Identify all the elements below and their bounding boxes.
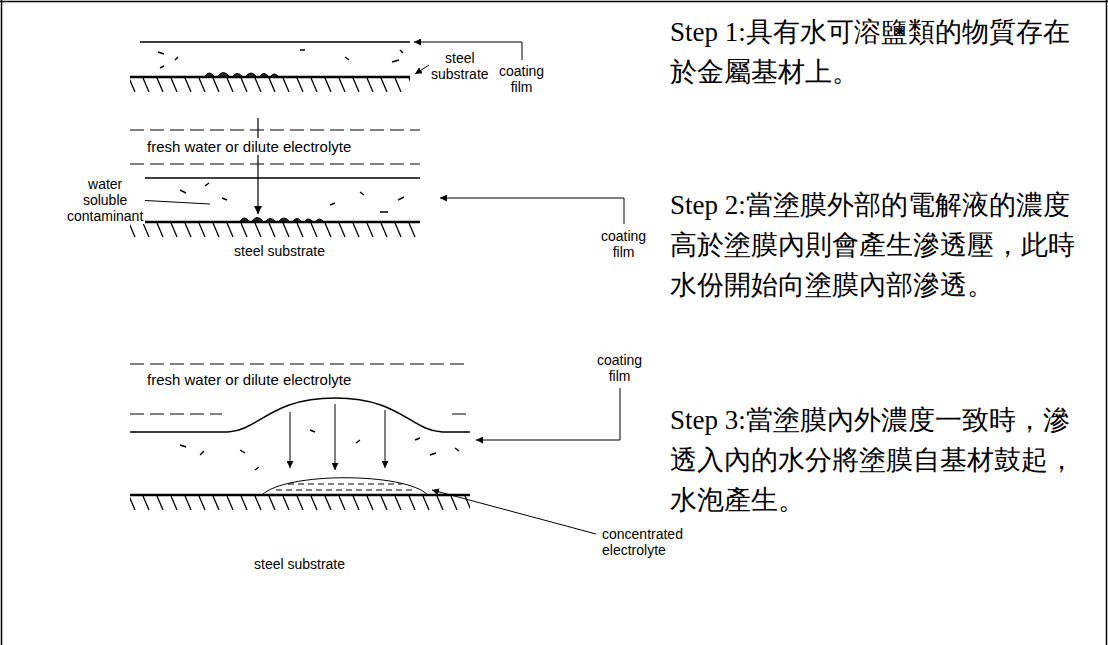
part-label: coating film [595,352,644,384]
frame-line [1,0,3,645]
water-surface [130,414,470,415]
step-description: Step 3:當塗膜內外濃度一致時，滲透入內的水分將塗膜自基材鼓起，水泡產生。 [670,400,1090,520]
substrate-hatching [130,223,420,237]
coating-surface [130,177,420,179]
steel-substrate [130,494,470,497]
blister-liquid [262,478,428,495]
part-label: coating film [497,63,546,95]
blister-liquid [276,484,414,490]
frame-line [0,1,1108,3]
step-description: Step 1:具有水可溶鹽類的物質存在於金屬基材上。 [670,12,1090,92]
part-label: steel substrate [252,556,347,572]
part-label: fresh water or dilute electrolyte [145,371,353,388]
steel-substrate [130,76,410,79]
part-label: steel substrate [429,50,491,82]
frame-line [1106,0,1108,645]
substrate-hatching [130,78,410,92]
step3-illustration [130,364,620,534]
step2-illustration [130,118,624,237]
water-flow-arrow [257,118,258,214]
leader-line [432,490,596,534]
salt-deposits [240,218,323,222]
salt-deposits [205,73,278,77]
salt-particles [158,50,403,68]
steel-substrate [130,221,420,224]
water-surface [130,364,470,365]
leader-line [440,198,624,224]
substrate-hatching [130,496,470,510]
leader-line [476,388,620,440]
part-label: concentrated electrolyte [600,526,685,558]
part-label: water soluble contaminant [65,176,145,224]
step-description: Step 2:當塗膜外部的電解液的濃度高於塗膜內則會產生滲透壓，此時水份開始向塗… [670,185,1090,305]
water-flow-arrow [335,404,336,470]
salt-particles [180,430,459,470]
blistered-coating [130,398,470,432]
leader-line [136,200,210,204]
water-flow-arrow [385,410,386,468]
coating-surface [140,41,410,43]
salt-particles [180,183,404,212]
step1-illustration [130,42,522,92]
part-label: steel substrate [232,243,327,259]
water-surface [130,164,420,165]
part-label: fresh water or dilute electrolyte [145,138,353,155]
water-surface [130,130,420,131]
part-label: coating film [599,228,648,260]
water-flow-arrow [290,412,291,468]
